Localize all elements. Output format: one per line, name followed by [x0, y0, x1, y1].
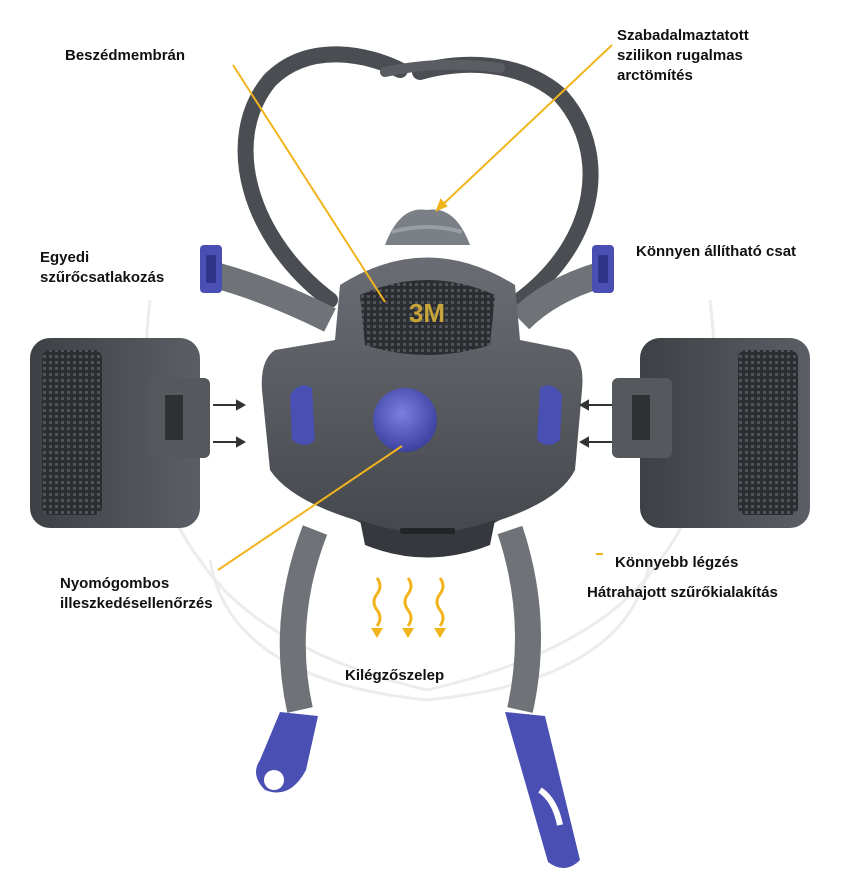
adjustable-buckle-right [592, 245, 614, 293]
lower-straps [279, 525, 541, 713]
label-filter-connection: Egyedi szűrőcsatlakozás [40, 249, 165, 286]
label-silicone-seal: Szabadalmaztatott szilikon rugalmas arct… [617, 27, 749, 84]
brand-logo: 3M [409, 298, 445, 328]
label-easier-breathing: Könnyebb légzés [615, 554, 739, 571]
label-fit-check: Nyomógombos illeszkedésellenőrzés [60, 575, 213, 612]
filter-right [612, 338, 810, 528]
adjustable-buckle-left [200, 245, 222, 293]
head-harness [211, 46, 604, 332]
strap-clip-left [256, 712, 318, 793]
label-adjustable-buckle: Könnyen állítható csat [636, 243, 797, 260]
airflow-arrow-icon [213, 399, 612, 448]
filter-left [30, 338, 210, 528]
silicone-face-seal [385, 209, 470, 245]
exhale-arrow-icon [372, 577, 445, 627]
label-exhalation-valve: Kilégzőszelep [345, 667, 445, 684]
leader-lines [217, 44, 613, 571]
label-swept-back-filter: Hátrahajott szűrőkialakítás [587, 584, 778, 601]
strap-clip-right [505, 712, 580, 869]
label-speech-diaphragm: Beszédmembrán [65, 47, 186, 64]
fit-check-button [373, 388, 437, 452]
